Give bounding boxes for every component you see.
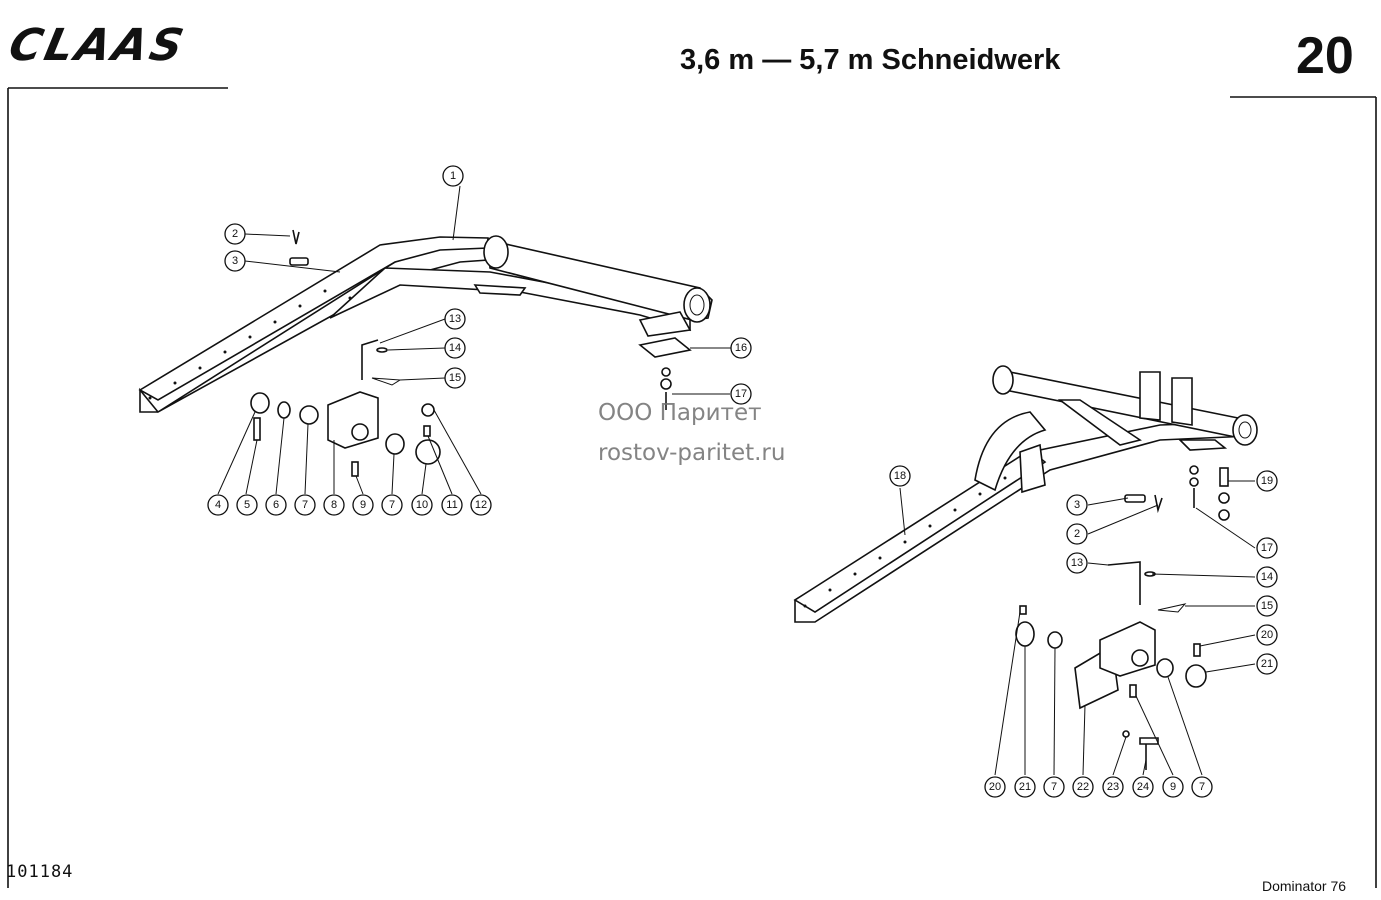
page-number: 20 (1296, 27, 1354, 85)
document-number: 101184 (6, 862, 74, 882)
svg-text:1: 1 (450, 170, 456, 182)
callout-left-12: 12 (470, 494, 492, 516)
svg-text:21: 21 (1019, 781, 1031, 793)
callout-right-24: 24 (1132, 776, 1154, 798)
svg-text:17: 17 (735, 388, 747, 400)
svg-text:6: 6 (273, 499, 279, 511)
callout-left-7b: 7 (381, 494, 403, 516)
callout-right-14: 14 (1256, 566, 1278, 588)
callout-right-23: 23 (1102, 776, 1124, 798)
callout-left-3: 3 (224, 250, 246, 272)
callout-left-11: 11 (441, 494, 463, 516)
watermark-company: ООО Паритет (598, 400, 762, 426)
right-arm-assembly (793, 365, 1258, 776)
svg-text:21: 21 (1261, 658, 1273, 670)
callout-right-19: 19 (1256, 470, 1278, 492)
callout-right-18: 18 (889, 465, 911, 487)
callout-right-15: 15 (1256, 595, 1278, 617)
callout-right-21a: 21 (1256, 653, 1278, 675)
svg-text:13: 13 (1071, 557, 1083, 569)
svg-text:16: 16 (735, 342, 747, 354)
svg-text:4: 4 (215, 499, 221, 511)
model-label: Dominator 76 (1262, 878, 1347, 894)
svg-text:11: 11 (446, 499, 457, 511)
callout-left-8: 8 (323, 494, 345, 516)
callout-right-9: 9 (1162, 776, 1184, 798)
callout-right-21b: 21 (1014, 776, 1036, 798)
svg-text:7: 7 (1199, 781, 1205, 793)
callout-left-2: 2 (224, 223, 246, 245)
callout-right-2: 2 (1066, 523, 1088, 545)
svg-text:23: 23 (1107, 781, 1119, 793)
svg-text:22: 22 (1077, 781, 1089, 793)
callout-left-13: 13 (444, 308, 466, 330)
watermark-url: rostov-paritet.ru (598, 440, 786, 466)
svg-text:7: 7 (1051, 781, 1057, 793)
callout-left-1: 1 (442, 165, 464, 187)
svg-text:14: 14 (1261, 571, 1273, 583)
callout-left-15: 15 (444, 367, 466, 389)
callout-left-10: 10 (411, 494, 433, 516)
callout-left-14: 14 (444, 337, 466, 359)
left-arm-assembly (138, 185, 745, 495)
callout-left-9: 9 (352, 494, 374, 516)
svg-text:15: 15 (449, 372, 461, 384)
svg-text:20: 20 (1261, 629, 1273, 641)
callout-right-20b: 20 (984, 776, 1006, 798)
svg-text:10: 10 (416, 499, 428, 511)
svg-text:2: 2 (1074, 528, 1080, 540)
svg-text:8: 8 (331, 499, 337, 511)
callout-right-7b: 7 (1191, 776, 1213, 798)
callout-right-13: 13 (1066, 552, 1088, 574)
svg-text:13: 13 (449, 313, 461, 325)
callout-left-6: 6 (265, 494, 287, 516)
callout-left-17: 17 (730, 383, 752, 405)
svg-text:9: 9 (1170, 781, 1176, 793)
svg-text:18: 18 (894, 470, 906, 482)
svg-text:20: 20 (989, 781, 1001, 793)
callout-right-3: 3 (1066, 494, 1088, 516)
svg-text:12: 12 (475, 499, 487, 511)
plate-16 (638, 337, 692, 358)
svg-text:5: 5 (244, 499, 250, 511)
svg-text:9: 9 (360, 499, 366, 511)
svg-text:17: 17 (1261, 542, 1273, 554)
callout-right-7a: 7 (1043, 776, 1065, 798)
callout-left-16: 16 (730, 337, 752, 359)
svg-text:3: 3 (232, 255, 238, 267)
callout-left-7a: 7 (294, 494, 316, 516)
svg-text:14: 14 (449, 342, 461, 354)
svg-text:24: 24 (1137, 781, 1149, 793)
page-title: 3,6 m — 5,7 m Schneidwerk (680, 44, 1061, 76)
svg-text:7: 7 (302, 499, 308, 511)
callout-right-17: 17 (1256, 537, 1278, 559)
svg-text:3: 3 (1074, 499, 1080, 511)
callout-right-22: 22 (1072, 776, 1094, 798)
svg-text:19: 19 (1261, 475, 1273, 487)
svg-text:15: 15 (1261, 600, 1273, 612)
svg-text:2: 2 (232, 228, 238, 240)
callout-left-5: 5 (236, 494, 258, 516)
callout-right-20a: 20 (1256, 624, 1278, 646)
callout-left-4: 4 (207, 494, 229, 516)
svg-text:7: 7 (389, 499, 395, 511)
